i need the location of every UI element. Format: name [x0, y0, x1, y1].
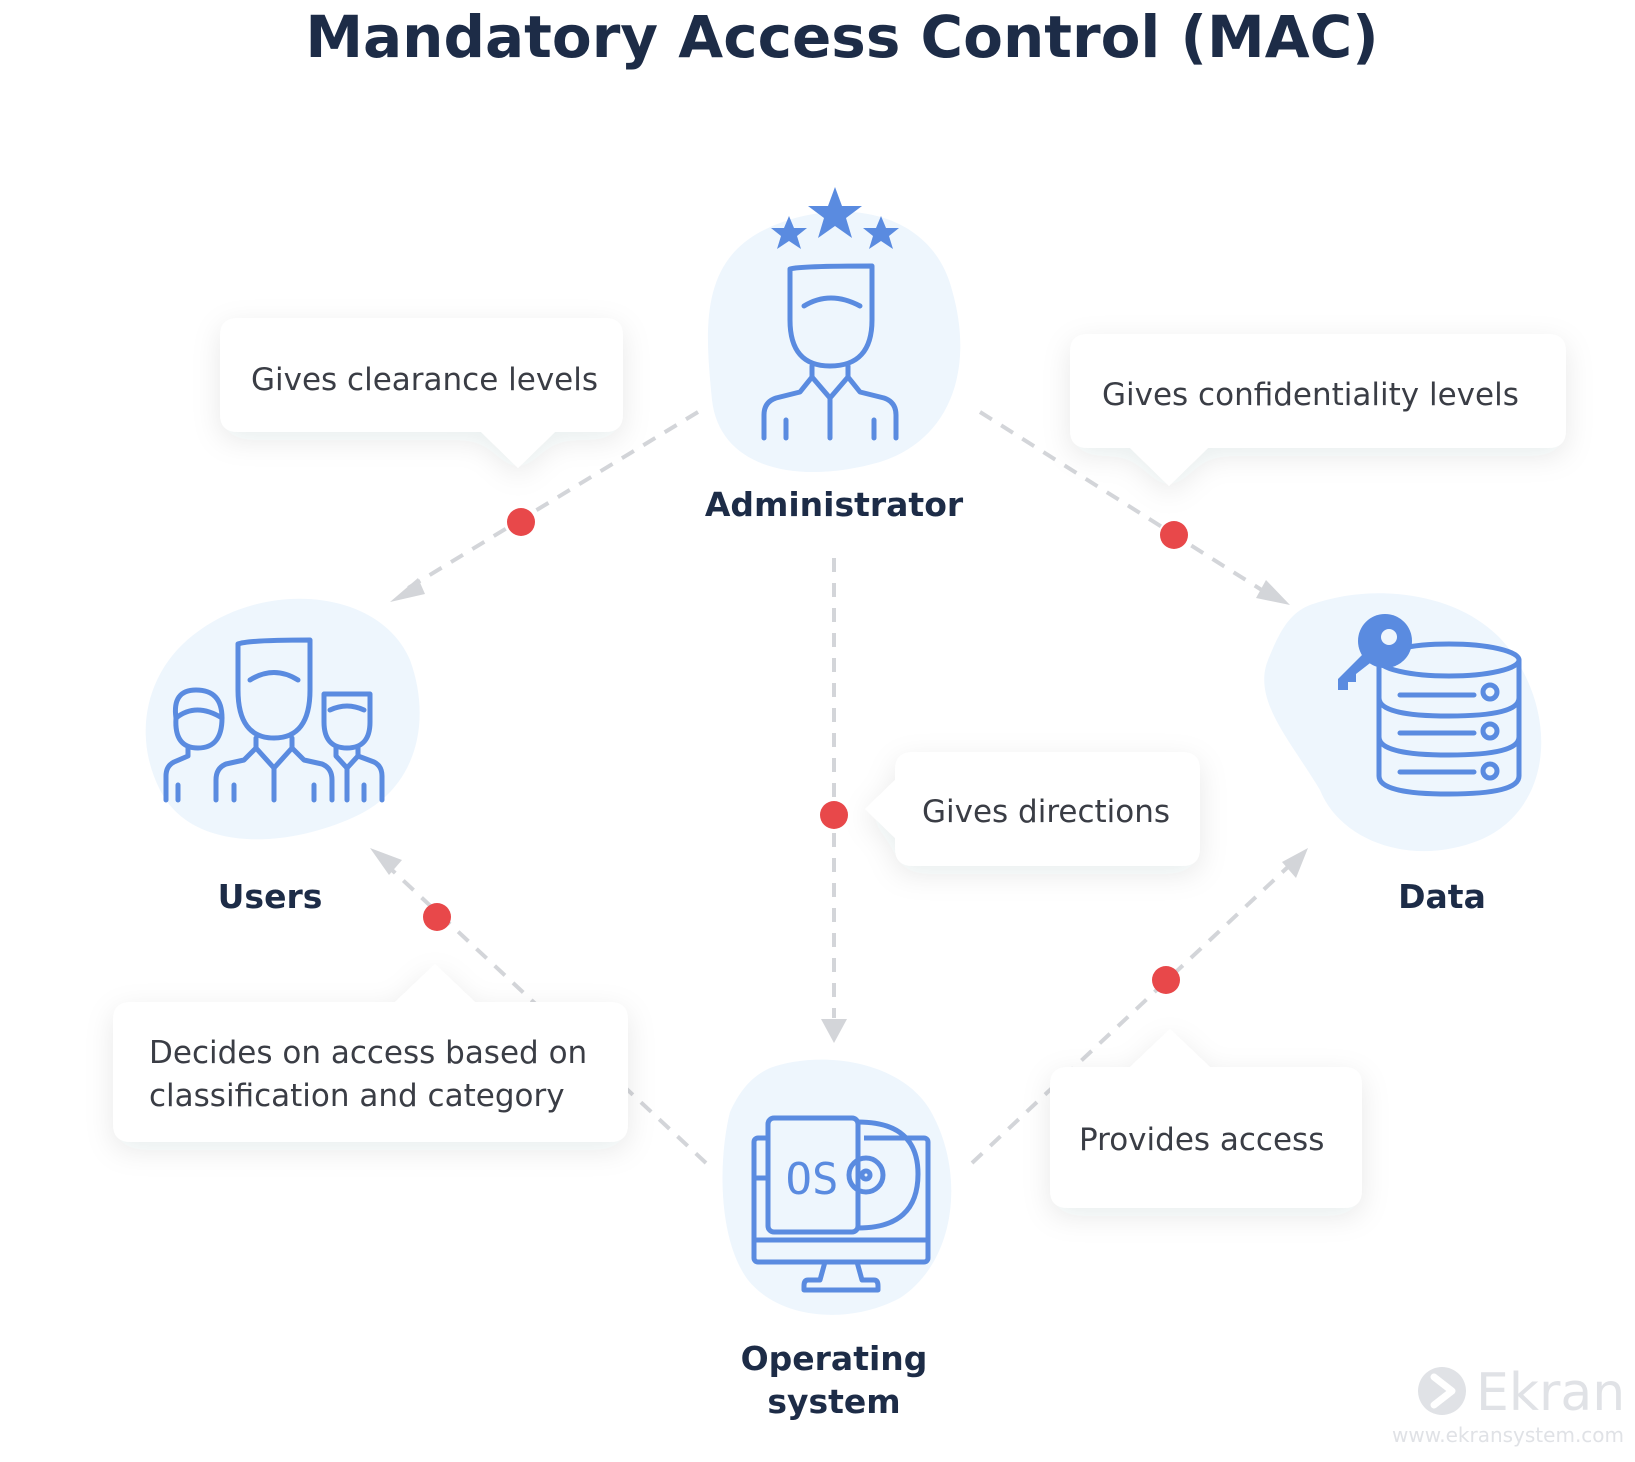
connector-admin-users: [390, 410, 700, 602]
node-label-line2: system: [767, 1382, 900, 1421]
node-data: Data: [1264, 593, 1542, 916]
connector-os-data: [970, 848, 1308, 1165]
callout-text: Provides access: [1079, 1122, 1324, 1158]
os-icon-text: OS: [786, 1154, 839, 1205]
star-icon: [808, 187, 862, 238]
connector-dot-admin-os: [820, 801, 848, 829]
ekran-logo: Ekran www.ekransystem.com: [1392, 1363, 1625, 1447]
node-label: Data: [1398, 877, 1486, 916]
node-label: Administrator: [705, 485, 964, 524]
node-users: Users: [145, 598, 420, 916]
database-key-icon: [1338, 614, 1522, 797]
callout-text: Gives clearance levels: [251, 362, 598, 398]
brand-url: www.ekransystem.com: [1392, 1423, 1624, 1447]
connector-dot-admin-data: [1160, 521, 1188, 549]
star-icon: [863, 216, 899, 249]
node-operating-system: OS Operating system: [722, 1059, 952, 1421]
callout-text-line2: classification and category: [149, 1078, 565, 1114]
callout-provides-access: Provides access: [1050, 1029, 1362, 1208]
administrator-icon: [761, 187, 899, 441]
os-disc-monitor-icon: OS: [751, 1115, 931, 1293]
node-label-line1: Operating: [741, 1339, 928, 1378]
connector-admin-os: [821, 558, 847, 1043]
callout-text: Gives directions: [922, 794, 1170, 830]
connector-dot-os-data: [1152, 966, 1180, 994]
users-icon: [163, 637, 385, 803]
connector-admin-data: [978, 410, 1290, 605]
node-administrator: Administrator: [705, 187, 964, 524]
node-label: Users: [218, 877, 323, 916]
callout-decides-on-access: Decides on access based on classificatio…: [113, 964, 628, 1142]
brand-name: Ekran: [1476, 1363, 1625, 1423]
star-icon: [771, 216, 807, 249]
callout-gives-confidentiality-levels: Gives confidentiality levels: [1070, 334, 1566, 486]
page-title: Mandatory Access Control (MAC): [305, 3, 1378, 71]
callout-gives-directions: Gives directions: [865, 752, 1200, 866]
callout-text: Gives confidentiality levels: [1102, 377, 1519, 413]
connector-dot-admin-users: [507, 508, 535, 536]
connector-dot-os-users: [423, 903, 451, 931]
callout-text-line1: Decides on access based on: [149, 1035, 587, 1071]
callout-gives-clearance-levels: Gives clearance levels: [220, 318, 623, 468]
